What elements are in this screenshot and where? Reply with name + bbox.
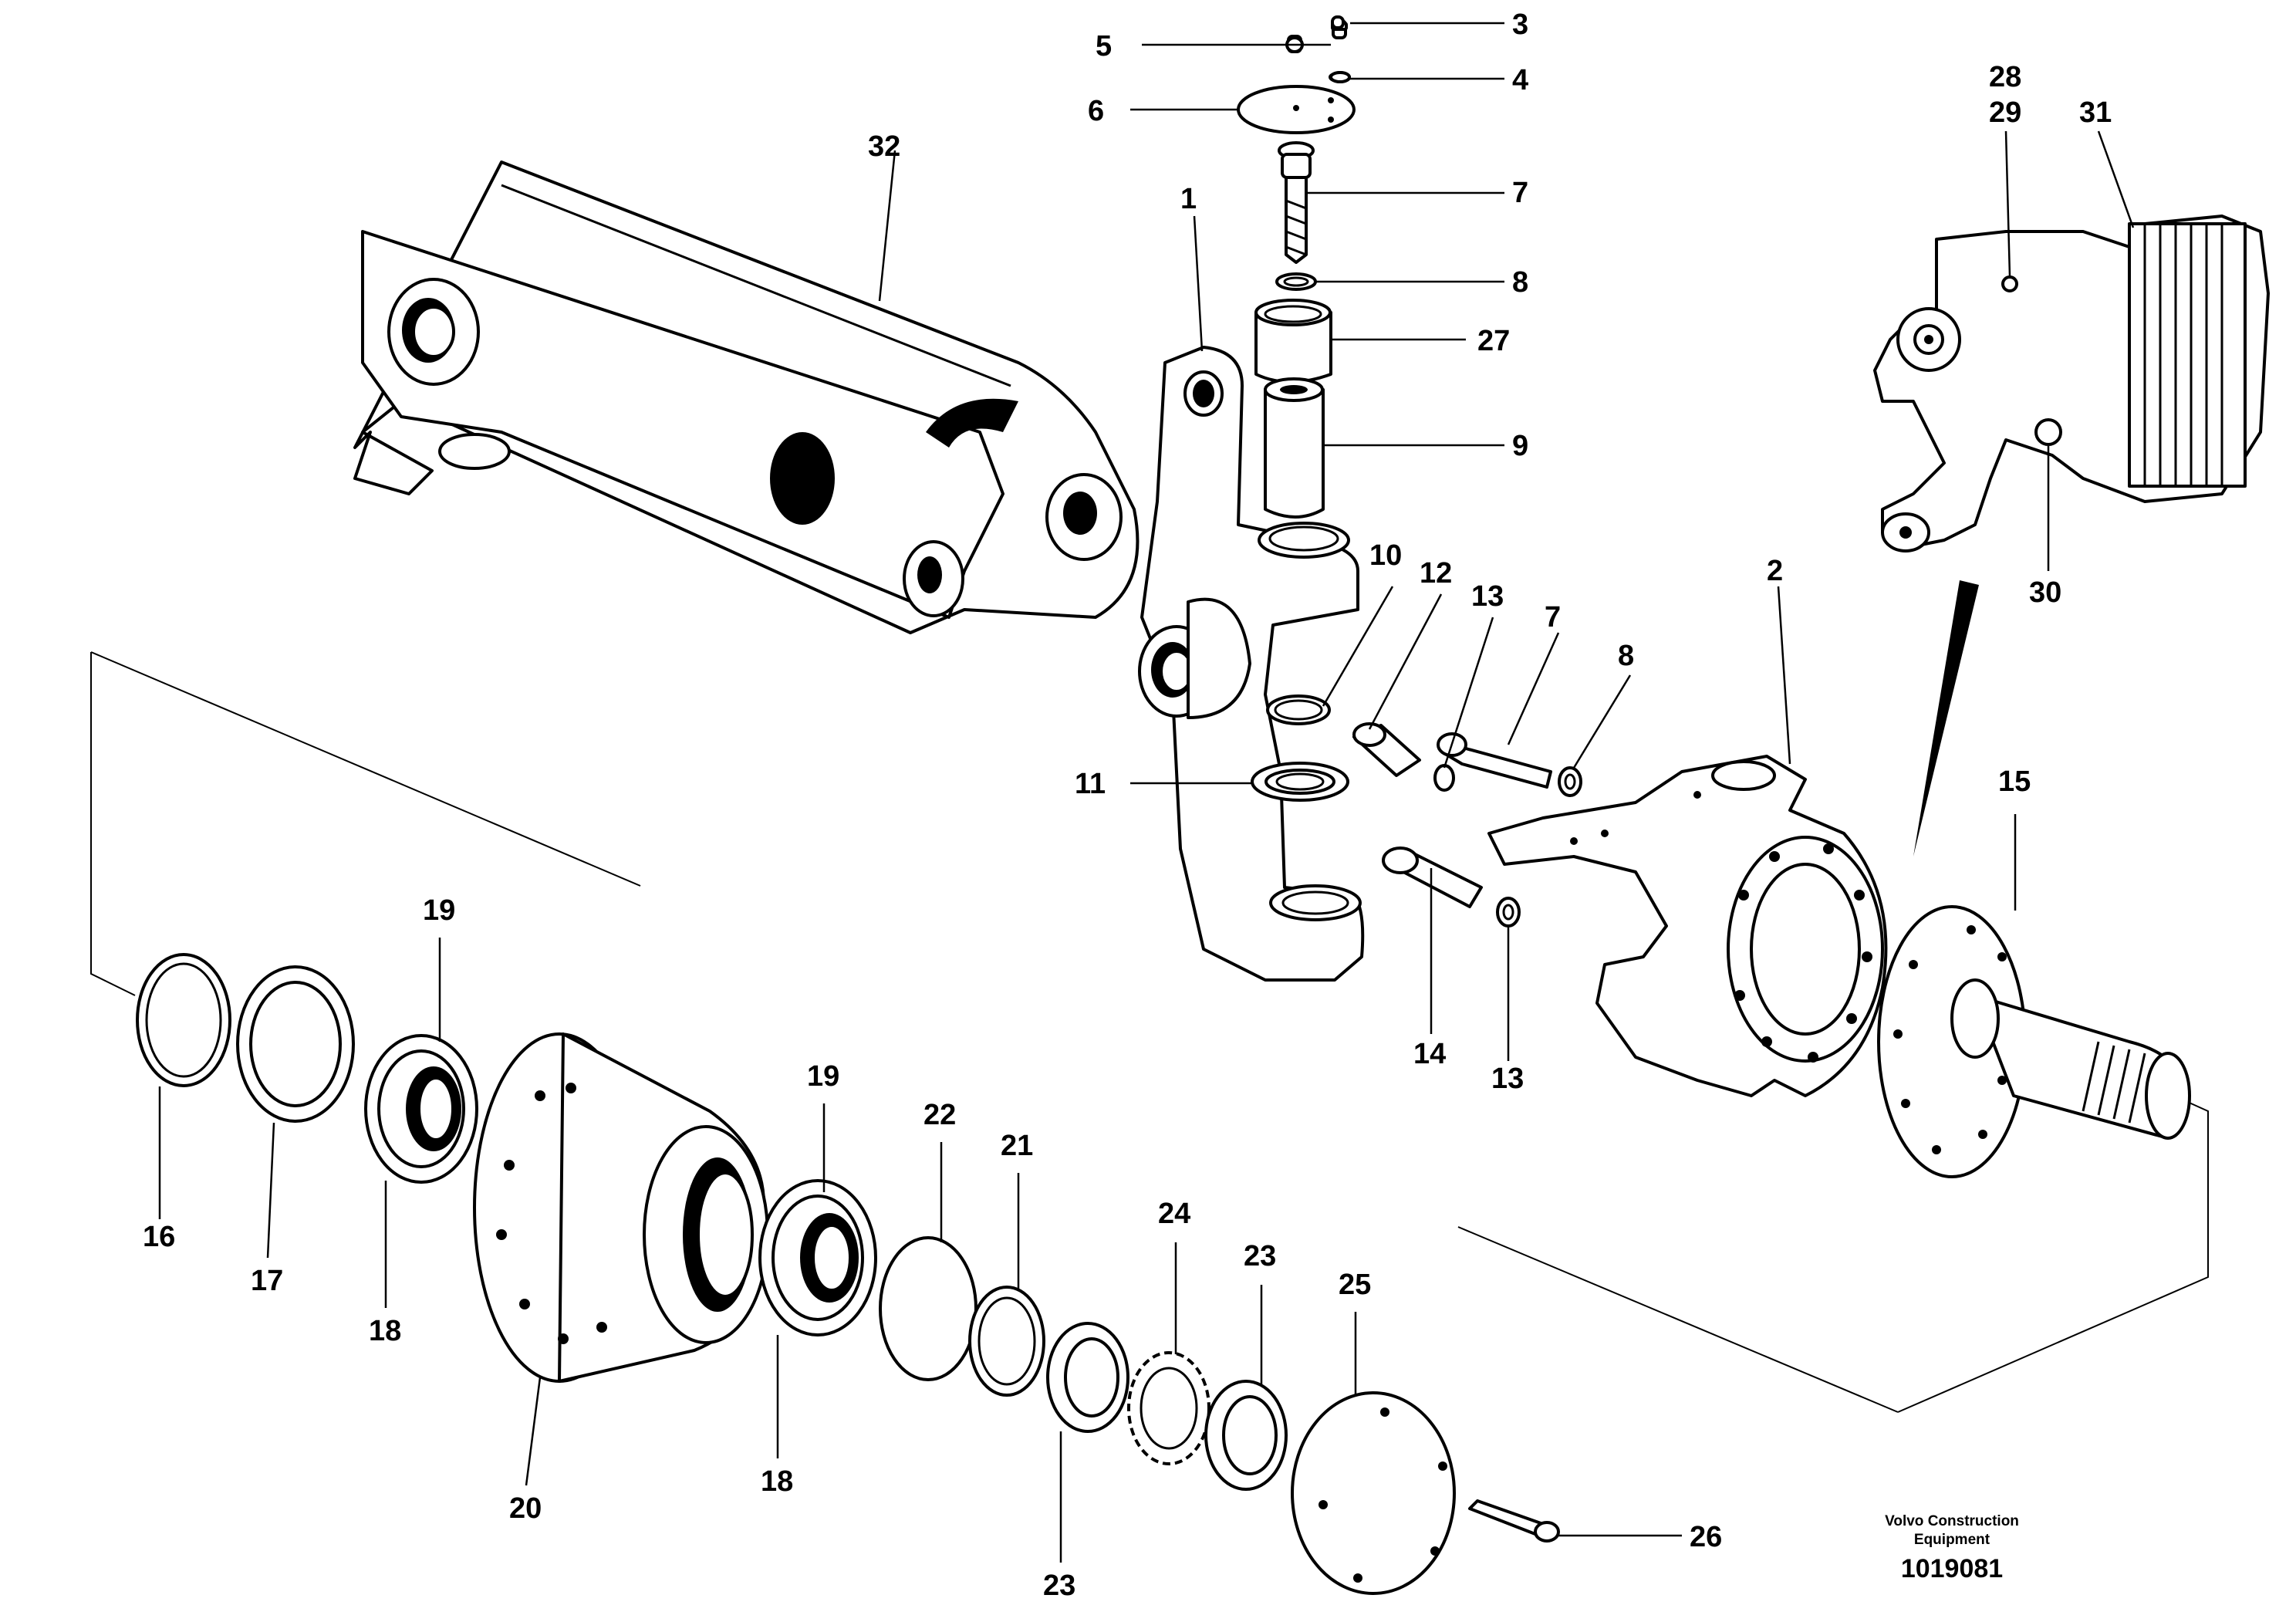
drawing-credit: Volvo Construction Equipment 1019081 <box>1836 1512 2068 1584</box>
callout-27: 27 <box>1477 325 1510 357</box>
knuckle-bracket <box>1138 346 1365 982</box>
hub-cap <box>1291 1391 1456 1595</box>
callout-16: 16 <box>143 1221 175 1253</box>
callout-2: 2 <box>1767 555 1783 587</box>
locknut-outer <box>1204 1380 1288 1491</box>
axle-beam <box>353 161 1140 634</box>
callout-21: 21 <box>1001 1130 1033 1162</box>
maker-line-2: Equipment <box>1913 1532 1990 1548</box>
knuckle-bolts <box>1352 722 1582 928</box>
seal-ring <box>136 953 231 1087</box>
callout-8-upper: 8 <box>1512 266 1528 299</box>
callout-19-left: 19 <box>423 894 455 927</box>
upper-stack <box>1237 15 1356 519</box>
cap-screw <box>1468 1499 1560 1543</box>
callout-30: 30 <box>2029 576 2061 609</box>
callout-12: 12 <box>1420 557 1452 590</box>
callout-11: 11 <box>1075 768 1106 800</box>
inset-pointer <box>1913 580 1979 857</box>
outer-bearing <box>364 1034 478 1184</box>
callout-28: 28 <box>1989 61 2021 93</box>
callout-19-right: 19 <box>807 1060 839 1093</box>
callout-13-upper: 13 <box>1471 580 1504 613</box>
spindle-flange <box>1877 905 2191 1178</box>
hub-seal <box>236 965 355 1123</box>
callout-7-upper: 7 <box>1512 177 1528 209</box>
steering-knuckle <box>1487 755 1888 1097</box>
wheel-hub <box>473 1032 769 1383</box>
callout-23-upper: 23 <box>1244 1240 1276 1272</box>
callout-8-lower: 8 <box>1618 640 1634 672</box>
callout-9: 9 <box>1512 430 1528 462</box>
callout-26: 26 <box>1690 1521 1722 1553</box>
callout-5: 5 <box>1096 30 1112 63</box>
callout-labels: 5 3 4 6 7 8 27 9 1 32 10 12 13 7 8 11 14… <box>143 8 2112 1602</box>
inner-bearing <box>758 1179 877 1336</box>
callout-14: 14 <box>1413 1038 1446 1070</box>
callout-22: 22 <box>923 1099 956 1131</box>
callout-4: 4 <box>1512 64 1528 96</box>
thrust-washer <box>968 1286 1045 1397</box>
callout-23-lower: 23 <box>1043 1570 1075 1602</box>
callout-13-lower: 13 <box>1491 1063 1524 1095</box>
callout-24: 24 <box>1158 1198 1190 1230</box>
bracket-washers <box>1251 694 1349 802</box>
callout-18-right: 18 <box>761 1465 793 1498</box>
leader-lines <box>158 22 2135 1563</box>
locknut-inner <box>1046 1322 1129 1433</box>
callout-31: 31 <box>2079 96 2112 129</box>
callout-1: 1 <box>1180 183 1197 215</box>
callout-15: 15 <box>1998 765 2031 798</box>
o-ring <box>879 1236 977 1381</box>
callout-25: 25 <box>1339 1269 1371 1301</box>
callout-29: 29 <box>1989 96 2021 129</box>
maker-line-1: Volvo Construction <box>1885 1513 2019 1529</box>
callout-10: 10 <box>1369 539 1402 572</box>
callout-20: 20 <box>509 1492 542 1525</box>
callout-32: 32 <box>868 130 900 163</box>
drawing-number: 1019081 <box>1900 1554 2004 1583</box>
callout-17: 17 <box>251 1265 283 1297</box>
callout-6: 6 <box>1088 95 1104 127</box>
lock-washer <box>1127 1351 1210 1465</box>
wheel-motor-inset <box>1873 215 2270 552</box>
callout-3: 3 <box>1512 8 1528 41</box>
callout-7-lower: 7 <box>1545 601 1561 634</box>
callout-18-left: 18 <box>369 1315 401 1347</box>
